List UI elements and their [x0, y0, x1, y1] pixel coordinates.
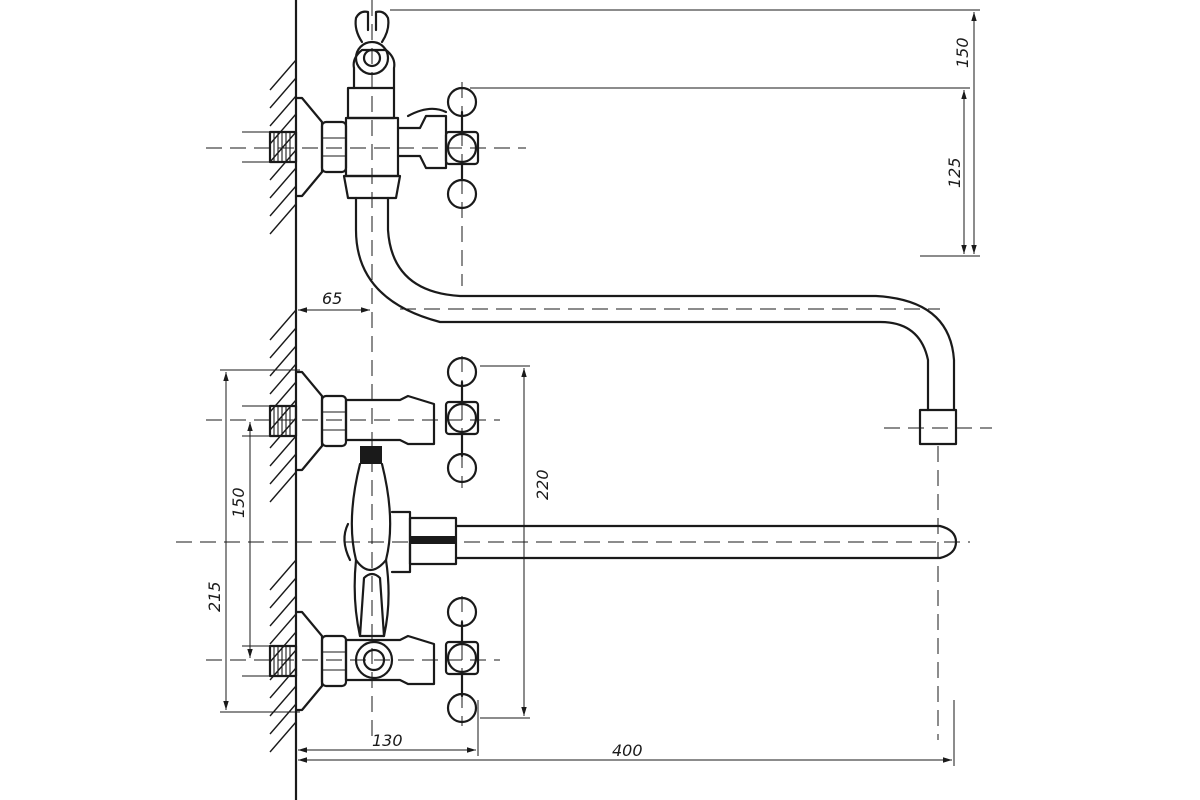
diverter-handle — [352, 10, 396, 90]
dimension-lines — [220, 9, 980, 766]
dimension-150-left: 150 — [229, 487, 248, 518]
top-hex-nut — [320, 120, 348, 174]
wall-hatching-bottom — [269, 309, 297, 753]
dimension-65: 65 — [322, 289, 342, 308]
upper-wall-flange — [294, 370, 324, 472]
dimension-220: 220 — [533, 469, 552, 500]
top-threaded-inlet — [242, 130, 298, 164]
lower-wall-flange — [294, 610, 324, 712]
upper-threaded-inlet — [242, 404, 298, 438]
dimension-125: 125 — [945, 157, 964, 188]
dimension-130: 130 — [372, 731, 403, 750]
top-spout-aerator — [918, 408, 958, 446]
lower-hex-nut — [320, 634, 348, 688]
wall-hatching-top — [269, 59, 297, 235]
lower-threaded-inlet — [242, 644, 298, 678]
wall — [269, 0, 298, 800]
bottom-view-faucet — [242, 356, 958, 724]
top-swivel-spout — [354, 196, 958, 446]
bath-spout — [408, 516, 958, 566]
mixer-body — [343, 446, 412, 638]
dimension-150-top: 150 — [953, 37, 972, 68]
dimension-215: 215 — [205, 581, 224, 612]
dimension-400: 400 — [612, 741, 643, 760]
center-lines — [176, 0, 992, 740]
top-view-faucet — [242, 10, 958, 446]
upper-hex-nut — [320, 394, 348, 448]
top-wall-flange — [294, 96, 324, 198]
